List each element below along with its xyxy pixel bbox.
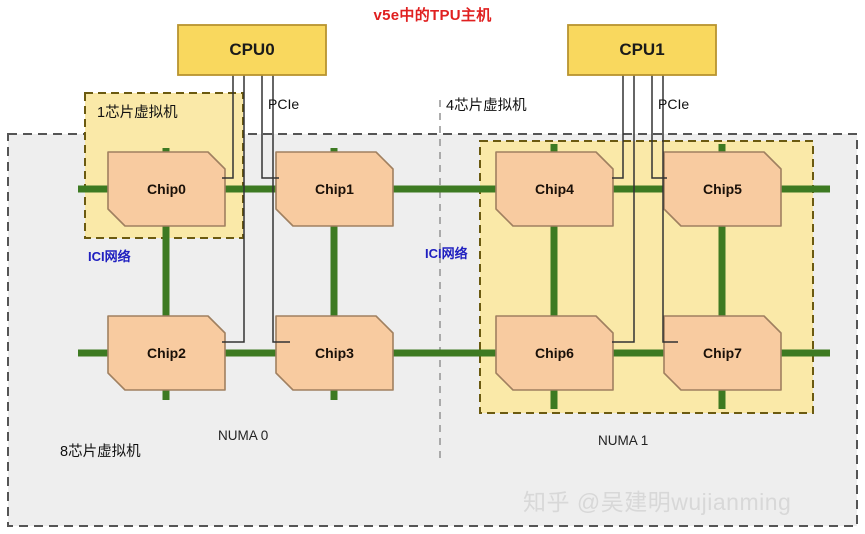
chip-node-chip4[interactable]: Chip4 — [496, 152, 613, 226]
chip-node-chip0[interactable]: Chip0 — [108, 152, 225, 226]
cpu-shape-cpu1 — [567, 24, 717, 76]
chip-node-chip7[interactable]: Chip7 — [664, 316, 781, 390]
vm-1chip-label: 1芯片虚拟机 — [97, 105, 178, 121]
pcie-label-left: PCIe — [268, 96, 300, 112]
page-title: v5e中的TPU主机 — [373, 7, 492, 24]
ici-label-right: ICI网络 — [425, 246, 468, 261]
chip-shape-chip6 — [495, 315, 614, 391]
chip-shape-chip3 — [275, 315, 394, 391]
pcie-cpu1-chip7 — [662, 75, 678, 343]
chip-label-chip3: Chip3 — [315, 345, 354, 361]
pcie-cpu0-chip2 — [222, 75, 245, 343]
chip-shapes — [107, 151, 782, 391]
chip-label-chip1: Chip1 — [315, 181, 354, 197]
chip-label-chip5: Chip5 — [703, 181, 742, 197]
vm-8chip-label: 8芯片虚拟机 — [60, 444, 141, 460]
chip-shape-chip5 — [663, 151, 782, 227]
chip-node-chip1[interactable]: Chip1 — [276, 152, 393, 226]
pcie-cpu1-chip4 — [612, 75, 624, 179]
numa1-label: NUMA 1 — [598, 433, 649, 448]
pcie-cpu1-chip5 — [651, 75, 667, 179]
chip-shape-chip7 — [663, 315, 782, 391]
chip-shape-chip0 — [107, 151, 226, 227]
chip-label-chip2: Chip2 — [147, 345, 186, 361]
chip-label-chip0: Chip0 — [147, 181, 186, 197]
pcie-links — [222, 75, 678, 343]
chip-label-chip6: Chip6 — [535, 345, 574, 361]
chip-node-chip6[interactable]: Chip6 — [496, 316, 613, 390]
chip-shape-chip4 — [495, 151, 614, 227]
vm-4chip-label: 4芯片虚拟机 — [446, 98, 527, 114]
ici-label-left: ICI网络 — [88, 249, 131, 264]
chip-label-chip7: Chip7 — [703, 345, 742, 361]
cpu-shape-cpu0 — [177, 24, 327, 76]
chip-node-chip2[interactable]: Chip2 — [108, 316, 225, 390]
watermark: 知乎 @吴建明wujianming — [523, 489, 792, 515]
chip-label-chip4: Chip4 — [535, 181, 574, 197]
cpu-node-cpu1[interactable]: CPU1 — [568, 25, 716, 75]
pcie-cpu0-chip0 — [222, 75, 234, 179]
cpu-shapes — [177, 24, 717, 76]
cpu-label-cpu0: CPU0 — [229, 40, 275, 59]
chip-shape-chip2 — [107, 315, 226, 391]
chip-node-chip5[interactable]: Chip5 — [664, 152, 781, 226]
chip-shape-chip1 — [275, 151, 394, 227]
cpu-label-cpu1: CPU1 — [619, 40, 665, 59]
chip-node-chip3[interactable]: Chip3 — [276, 316, 393, 390]
cpu-node-cpu0[interactable]: CPU0 — [178, 25, 326, 75]
pcie-cpu1-chip6 — [612, 75, 635, 343]
pcie-label-right: PCIe — [658, 96, 690, 112]
numa0-label: NUMA 0 — [218, 428, 269, 443]
pcie-cpu0-chip3 — [272, 75, 290, 343]
ici-links — [78, 144, 830, 409]
